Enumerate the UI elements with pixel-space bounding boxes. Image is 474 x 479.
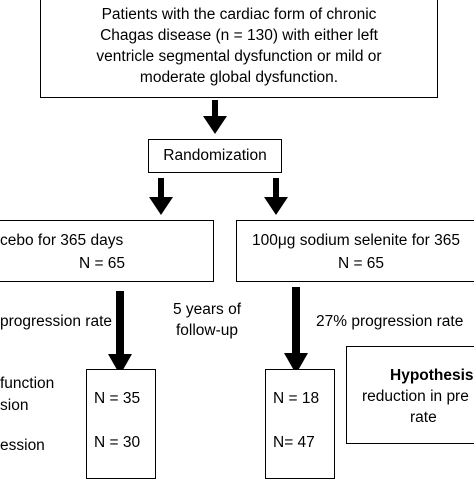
placebo-count-b: N = 30 [94, 434, 141, 451]
selenite-count-a: N = 18 [273, 390, 320, 407]
arrow-selenite-followup [284, 287, 308, 374]
hypothesis-box [346, 346, 474, 444]
placebo-count-a: N = 35 [94, 390, 141, 407]
placebo-box [0, 220, 214, 282]
eligibility-box [40, 0, 438, 98]
placebo-progression-rate: progression rate [0, 313, 113, 330]
placebo-counts-box [86, 369, 156, 479]
hypothesis-line-2: reduction in pre [362, 388, 469, 405]
followup-line-2: follow-up [175, 322, 239, 339]
arrow-placebo-followup [108, 291, 132, 375]
eligibility-line-3: ventricle segmental dysfunction or mild … [96, 48, 382, 65]
selenite-box [236, 220, 474, 282]
selenite-line-1: 100μg sodium selenite for 365 [252, 232, 460, 249]
arrow-to-selenite [264, 178, 288, 215]
selenite-counts-box [265, 369, 335, 479]
selenite-count-b: N= 47 [273, 434, 315, 451]
selenite-progression-rate: 27% progression rate [316, 313, 464, 330]
selenite-line-2: N = 65 [337, 255, 385, 272]
placebo-line-1: cebo for 365 days [0, 232, 124, 249]
eligibility-line-4: moderate global dysfunction. [139, 69, 339, 86]
outcome-label-progression: ession [0, 437, 45, 454]
arrow-to-randomization [203, 100, 227, 134]
outcome-label-dysfunction-2: sion [0, 397, 29, 414]
randomization-box [148, 139, 282, 173]
hypothesis-title: Hypothesis [390, 367, 474, 384]
placebo-line-2: N = 65 [78, 255, 126, 272]
eligibility-line-1: Patients with the cardiac form of chroni… [101, 6, 377, 23]
eligibility-line-2: Chagas disease (n = 130) with either lef… [100, 27, 378, 44]
hypothesis-line-3: rate [410, 409, 437, 426]
outcome-label-dysfunction: function [0, 375, 55, 392]
followup-line-1: 5 years of [172, 301, 242, 318]
randomization-label: Randomization [163, 147, 267, 164]
arrow-to-placebo [149, 178, 173, 215]
